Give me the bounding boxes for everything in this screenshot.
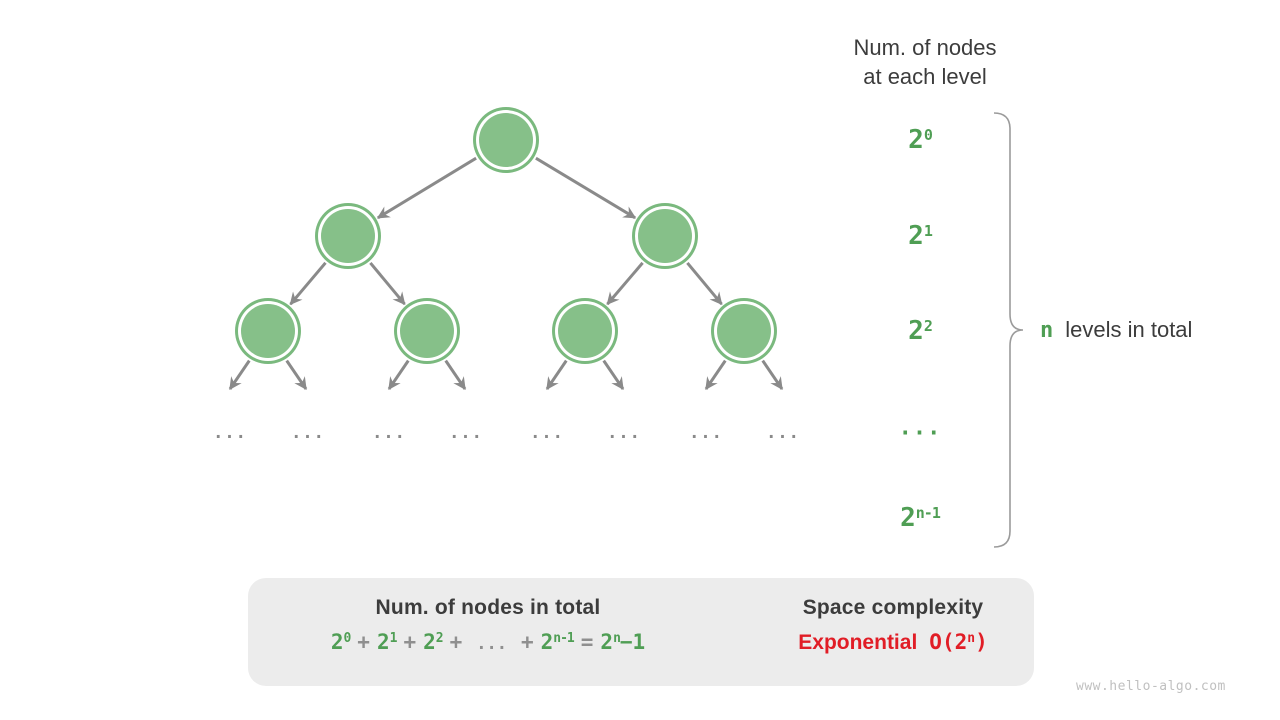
space-complexity-section: Space complexity Exponential O(2n) [768,578,1018,686]
tree-node [711,298,777,364]
label-base: 2 [900,503,916,533]
label-exponent: 1 [923,222,933,240]
tree-node-root [473,107,539,173]
leaf-ellipsis: ... [530,423,564,443]
column-header-line2: at each level [863,64,987,89]
level-label-2-n-1: 2n-1 [900,503,941,533]
label-exponent: n-1 [915,504,941,522]
leaf-arrow [444,359,467,391]
term-base: 2 [600,630,614,654]
term-tail: −1 [619,630,646,654]
total-nodes-formula: 20+21+22+...+2n-1=2n−1 [263,630,713,654]
big-o-notation: O(2n) [929,630,987,654]
tree-edge [606,261,644,306]
tree-edge [686,261,723,306]
watermark: www.hello-algo.com [1076,679,1226,694]
tree-node [552,298,618,364]
level-label-2-2: 22 [908,316,933,346]
term-2-0: 20 [330,630,351,654]
label-base: 2 [908,316,924,346]
label-exponent: 2 [923,317,933,335]
complexity-value: Exponential O(2n) [768,630,1018,655]
levels-brace [993,112,1024,548]
level-label-2-1: 21 [908,221,933,251]
leaf-ellipsis: ... [689,423,723,443]
plus-operator: + [520,630,534,654]
leaf-arrow [704,359,727,391]
leaf-ellipsis: ... [213,423,247,443]
total-nodes-section: Num. of nodes in total 20+21+22+...+2n-1… [263,578,713,686]
ellipsis-operator: ... [476,634,507,654]
result-term: 2n−1 [600,630,645,654]
big-o-open: O(2 [929,630,968,654]
tree-node [632,203,698,269]
term-base: 2 [540,630,554,654]
leaf-arrow [545,359,568,391]
tree-edge [376,156,477,220]
tree-edge [369,261,406,306]
summary-box: Num. of nodes in total 20+21+22+...+2n-1… [248,578,1034,686]
complexity-class: Exponential [798,631,918,654]
label-exponent: 0 [923,126,933,144]
tree-edge [289,261,327,306]
leaf-ellipsis: ... [607,423,641,443]
leaf-arrow [602,359,625,391]
term-exponent: 1 [389,631,398,646]
term-2-2: 22 [423,630,444,654]
tree-node [394,298,460,364]
leaf-arrow [228,359,251,391]
tree-edges [228,156,784,391]
term-base: 2 [330,630,344,654]
leaf-ellipsis: ... [449,423,483,443]
plus-operator: + [403,630,417,654]
label-base: 2 [908,125,924,155]
leaf-ellipsis: ... [766,423,800,443]
column-header: Num. of nodes at each level [815,33,1035,91]
level-label-ellipsis: ... [898,415,942,441]
term-exponent: 0 [343,631,351,646]
leaf-arrow [761,359,784,391]
term-2-1: 21 [376,630,398,654]
total-nodes-title: Num. of nodes in total [375,596,601,619]
term-base: 2 [376,630,390,654]
term-exponent: n-1 [553,631,575,646]
levels-total-text: levels in total [1065,317,1193,342]
equals-operator: = [580,630,594,654]
big-o-exponent: n [967,631,976,646]
term-2-n-1: 2n-1 [540,630,575,654]
level-label-2-0: 20 [908,125,933,155]
label-base: 2 [908,221,924,251]
n-variable: n [1040,318,1054,343]
tree-node [235,298,301,364]
plus-operator: + [449,630,463,654]
plus-operator: + [357,630,370,654]
column-header-line1: Num. of nodes [853,35,997,60]
big-o-close: ) [975,630,988,654]
leaf-arrow [387,359,410,391]
tree-edge [535,156,637,220]
tree-node [315,203,381,269]
tree-nodes [235,107,777,364]
term-exponent: n [613,631,621,646]
leaf-arrow [285,359,308,391]
term-base: 2 [423,630,436,654]
leaf-ellipsis: ... [372,423,406,443]
term-exponent: 2 [435,631,444,646]
levels-total-note: n levels in total [1040,317,1192,343]
leaf-ellipsis: ... [291,423,325,443]
space-complexity-title: Space complexity [802,596,984,619]
